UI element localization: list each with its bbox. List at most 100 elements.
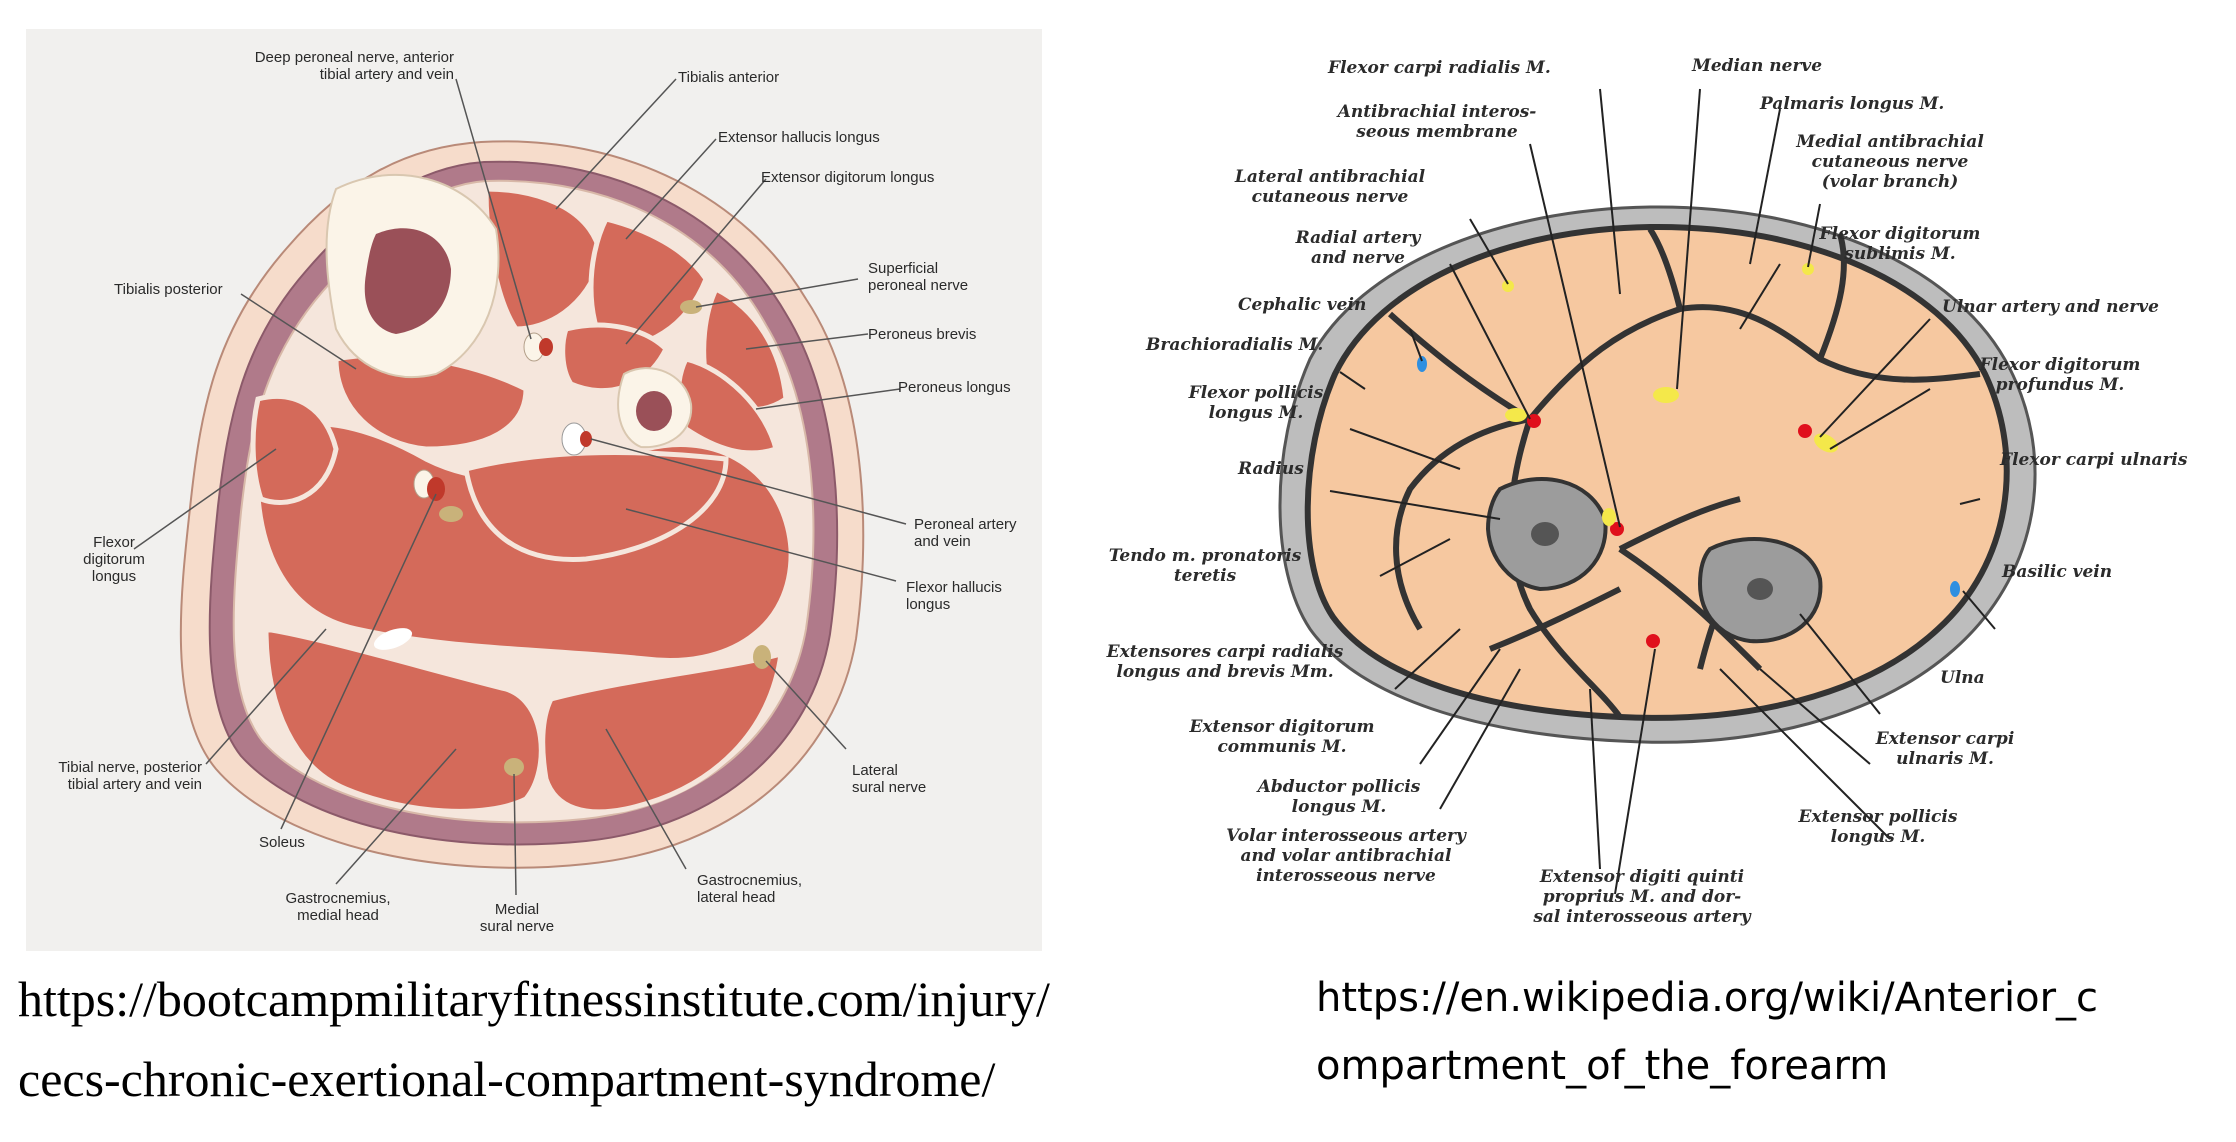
label-deep-peroneal-line2: tibial artery and vein bbox=[320, 66, 454, 83]
label-gastro-lateral-line1: Gastrocnemius, bbox=[697, 872, 802, 889]
label-fpl-line2: longus M. bbox=[1209, 403, 1304, 423]
plantaris-tendon bbox=[373, 628, 413, 650]
posterior-tibial-artery bbox=[427, 477, 445, 501]
forearm-muscle-mass bbox=[1304, 223, 2010, 721]
gastrocnemius-lateral-muscle bbox=[540, 650, 784, 815]
medial-cutaneous-nerve bbox=[1802, 263, 1814, 275]
forearm-leader-lines bbox=[1329, 88, 1996, 895]
ulna-marrow bbox=[1747, 578, 1773, 600]
label-lateral-cutaneous-line2: cutaneous nerve bbox=[1252, 187, 1409, 207]
label-soleus: Soleus bbox=[259, 834, 305, 851]
radial-nerve bbox=[1505, 408, 1527, 422]
label-peroneus-longus: Peroneus longus bbox=[898, 379, 1011, 396]
label-fdp-line2: profundus M. bbox=[1996, 375, 2125, 395]
label-flexor-carpi-radialis: Flexor carpi radialis M. bbox=[1327, 58, 1551, 78]
peroneal-artery bbox=[580, 431, 592, 447]
label-superficial-peroneal-line2: peroneal nerve bbox=[868, 277, 968, 294]
label-volar-line2: and volar antibrachial bbox=[1241, 846, 1452, 866]
label-volar-line1: Volar interosseous artery bbox=[1226, 826, 1467, 846]
flexor-digitorum-longus-muscle bbox=[250, 393, 339, 505]
label-ulnar-artery: Ulnar artery and nerve bbox=[1942, 297, 2159, 317]
extensor-hallucis-longus-muscle bbox=[588, 216, 709, 352]
label-tibialis-anterior: Tibialis anterior bbox=[678, 69, 779, 86]
label-tibial-nerve-line2: tibial artery and vein bbox=[68, 776, 202, 793]
label-ecu-line1: Extensor carpi bbox=[1875, 729, 2015, 749]
label-edc-line2: communis M. bbox=[1217, 737, 1346, 757]
label-lateral-sural-line2: sural nerve bbox=[852, 779, 926, 796]
fibula-marrow bbox=[636, 391, 672, 431]
label-peroneus-brevis: Peroneus brevis bbox=[868, 326, 976, 343]
label-medial-cutaneous-line2: cutaneous nerve bbox=[1812, 152, 1969, 172]
leg-leader-lines bbox=[133, 78, 907, 896]
label-flexor-hallucis-line2: longus bbox=[906, 596, 950, 613]
basilic-vein bbox=[1950, 581, 1960, 597]
radius-marrow bbox=[1531, 522, 1559, 546]
tibia-marrow bbox=[364, 228, 451, 334]
lateral-sural-nerve bbox=[753, 645, 771, 669]
cephalic-vein bbox=[1417, 356, 1427, 372]
median-nerve bbox=[1653, 387, 1679, 403]
source-url-left-line1: https://bootcampmilitaryfitnessinstitute… bbox=[18, 971, 1050, 1027]
source-url-left-line2: cecs-chronic-exertional-compartment-synd… bbox=[18, 1051, 996, 1107]
lateral-cutaneous-nerve bbox=[1502, 280, 1514, 292]
label-flexor-carpi-ulnaris: Flexor carpi ulnaris bbox=[1999, 450, 2188, 470]
label-flexor-digitorum-line1: Flexor bbox=[93, 534, 135, 551]
dorsal-interosseous-artery bbox=[1646, 634, 1660, 648]
label-ecr-line1: Extensores carpi radialis bbox=[1106, 642, 1344, 662]
label-antibrachial-line1: Antibrachial interos- bbox=[1336, 102, 1537, 122]
label-volar-line3: interosseous nerve bbox=[1256, 866, 1436, 886]
forearm-cross-section-figure: Flexor carpi radialis M. Median nerve An… bbox=[1060, 29, 2236, 951]
label-medial-cutaneous-line3: (volar branch) bbox=[1822, 172, 1959, 192]
label-lateral-cutaneous-line1: Lateral antibrachial bbox=[1234, 167, 1426, 187]
source-url-right-line1: https://en.wikipedia.org/wiki/Anterior_c bbox=[1316, 975, 2099, 1021]
label-extensor-digitorum-longus: Extensor digitorum longus bbox=[761, 169, 934, 186]
forearm-cross-section-svg: Flexor carpi radialis M. Median nerve An… bbox=[1106, 56, 2188, 927]
label-tibialis-posterior: Tibialis posterior bbox=[114, 281, 223, 298]
label-gastro-medial-line1: Gastrocnemius, bbox=[285, 890, 390, 907]
gastrocnemius-medial-muscle bbox=[263, 626, 544, 814]
label-ulna: Ulna bbox=[1940, 668, 1985, 688]
label-flexor-hallucis-line1: Flexor hallucis bbox=[906, 579, 1002, 596]
label-gastro-lateral-line2: lateral head bbox=[697, 889, 775, 906]
ulnar-artery bbox=[1798, 424, 1812, 438]
radial-artery bbox=[1527, 414, 1541, 428]
label-radial-artery-line1: Radial artery bbox=[1295, 228, 1422, 248]
label-peroneal-artery-line1: Peroneal artery bbox=[914, 516, 1017, 533]
label-edq-line2: proprius M. and dor- bbox=[1543, 887, 1741, 907]
label-pronator-line1: Tendo m. pronatoris bbox=[1109, 546, 1302, 566]
label-epl-line1: Extensor pollicis bbox=[1798, 807, 1958, 827]
label-peroneal-artery-line2: and vein bbox=[914, 533, 971, 550]
label-radial-artery-line2: and nerve bbox=[1311, 248, 1405, 268]
label-medial-sural-line1: Medial bbox=[495, 901, 539, 918]
label-medial-cutaneous-line1: Medial antibrachial bbox=[1795, 132, 1984, 152]
label-fds-line2: sublimis M. bbox=[1843, 244, 1955, 264]
label-deep-peroneal-line1: Deep peroneal nerve, anterior bbox=[255, 49, 454, 66]
label-fpl-line1: Flexor pollicis bbox=[1188, 383, 1324, 403]
label-cephalic-vein: Cephalic vein bbox=[1238, 295, 1366, 315]
label-apl-line1: Abductor pollicis bbox=[1256, 777, 1421, 797]
label-ecr-line2: longus and brevis Mm. bbox=[1116, 662, 1333, 682]
source-url-right-line2: ompartment_of_the_forearm bbox=[1316, 1043, 1889, 1089]
label-palmaris-longus: Palmaris longus M. bbox=[1759, 94, 1944, 114]
label-fdp-line1: Flexor digitorum bbox=[1979, 355, 2141, 375]
label-tibial-nerve-line1: Tibial nerve, posterior bbox=[58, 759, 202, 776]
label-edq-line3: sal interosseous artery bbox=[1532, 907, 1751, 927]
label-radius: Radius bbox=[1237, 459, 1304, 479]
label-fds-line1: Flexor digitorum bbox=[1819, 224, 1981, 244]
label-apl-line2: longus M. bbox=[1292, 797, 1387, 817]
label-pronator-line2: teretis bbox=[1174, 566, 1237, 586]
label-epl-line2: longus M. bbox=[1831, 827, 1926, 847]
leg-cross-section-svg: Deep peroneal nerve, anterior tibial art… bbox=[58, 49, 1017, 935]
label-gastro-medial-line2: medial head bbox=[297, 907, 379, 924]
label-antibrachial-line2: seous membrane bbox=[1355, 122, 1518, 142]
label-brachioradialis: Brachioradialis M. bbox=[1145, 335, 1323, 355]
label-ecu-line2: ulnaris M. bbox=[1896, 749, 1994, 769]
label-flexor-digitorum-line2: digitorum bbox=[83, 551, 145, 568]
label-flexor-digitorum-line3: longus bbox=[92, 568, 136, 585]
superficial-peroneal-nerve bbox=[680, 300, 702, 314]
leg-cross-section-figure: Deep peroneal nerve, anterior tibial art… bbox=[26, 29, 1042, 951]
volar-interosseous-nerve bbox=[1602, 508, 1616, 526]
medial-sural-nerve bbox=[504, 758, 524, 776]
label-extensor-hallucis-longus: Extensor hallucis longus bbox=[718, 129, 880, 146]
label-medial-sural-line2: sural nerve bbox=[480, 918, 554, 935]
